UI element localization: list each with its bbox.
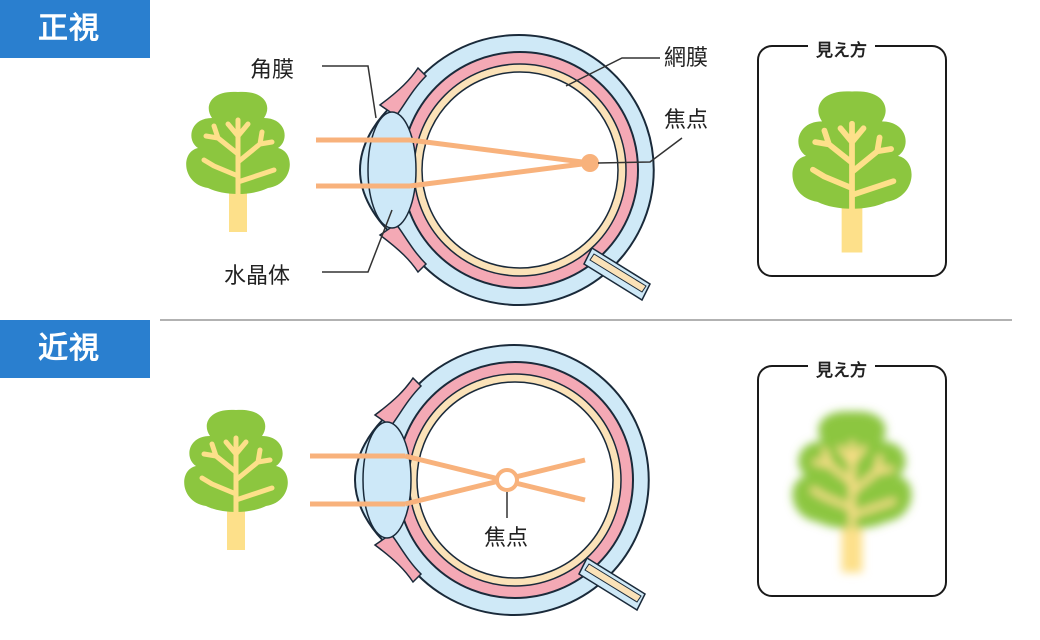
label-cornea: 角膜: [250, 58, 295, 83]
label-retina: 網膜: [664, 46, 709, 71]
label-focus: 焦点: [664, 108, 709, 133]
view-title-normal: 見え方: [808, 36, 875, 61]
eye-normal: [359, 33, 655, 307]
tree-object-normal: [186, 92, 290, 232]
tree-view-myopia-blurred: [792, 411, 911, 572]
leader-lens: [322, 209, 393, 273]
leader-focus: [597, 137, 683, 164]
view-title-myopia: 見え方: [808, 356, 875, 381]
label-focus-myopia: 焦点: [484, 526, 529, 551]
focus-point-myopia: [495, 468, 519, 492]
refracted-ray: [404, 453, 586, 503]
refracted-ray: [409, 137, 591, 166]
leader-cornea: [322, 65, 377, 119]
section-tag-normal: 正視: [0, 0, 150, 58]
tree-object-myopia: [184, 410, 288, 550]
refracted-ray: [409, 160, 591, 189]
tree-view-normal: [792, 91, 911, 252]
focus-point-normal: [581, 154, 599, 172]
leader-retina: [565, 57, 660, 87]
section-tag-myopia: 近視: [0, 320, 150, 378]
refracted-ray: [404, 457, 586, 507]
label-lens: 水晶体: [224, 264, 291, 289]
